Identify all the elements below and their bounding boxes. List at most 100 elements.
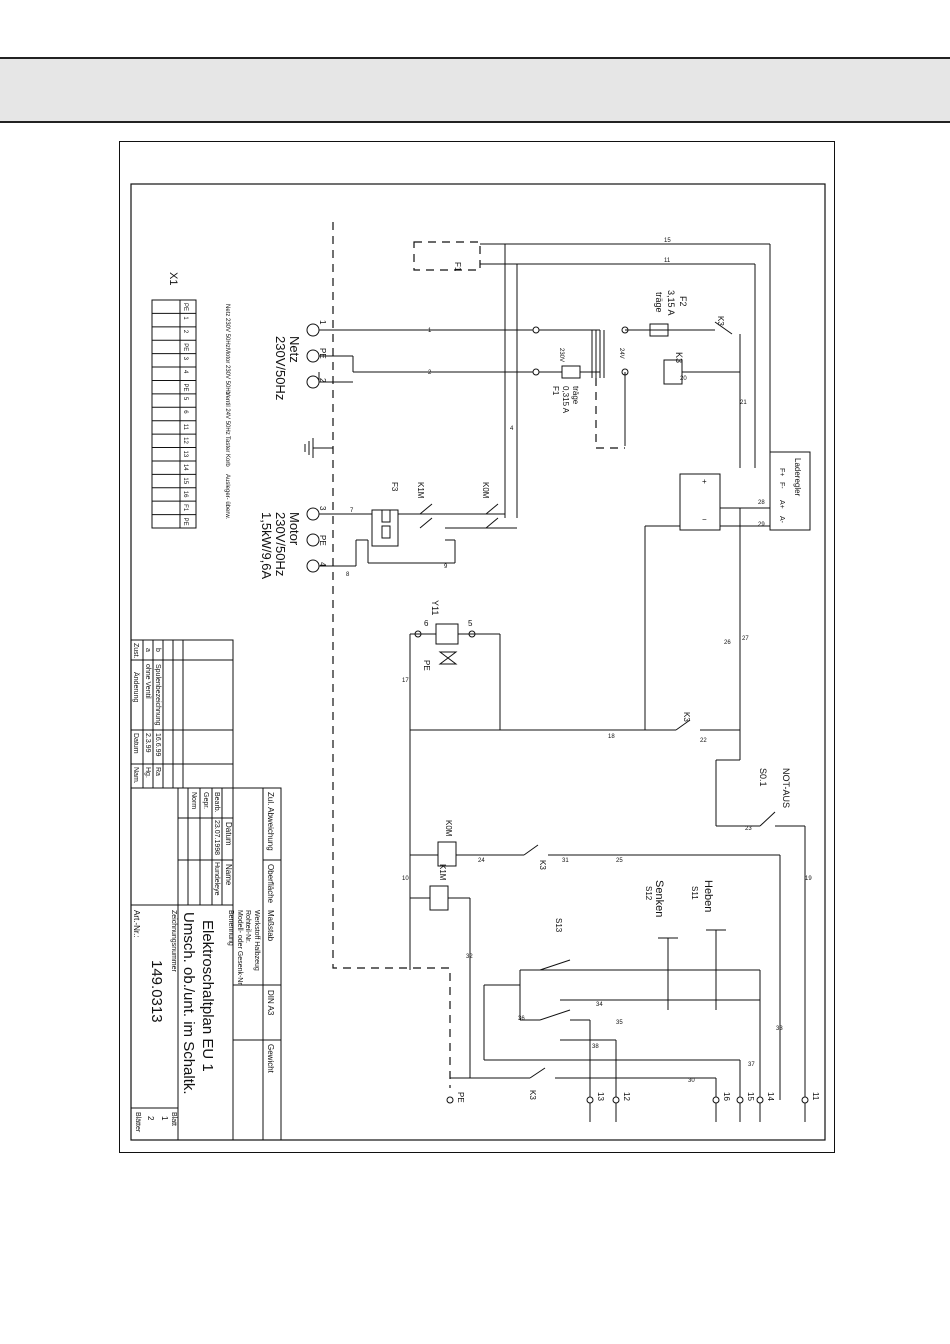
header-band bbox=[0, 57, 950, 123]
svg-text:F3: F3 bbox=[390, 482, 399, 492]
svg-text:Rohteil-Nr.: Rohteil-Nr. bbox=[244, 910, 251, 943]
strip-terminal-number: PE bbox=[182, 383, 188, 391]
mains-group: Netz 230V/50Hz 1 PE 2 bbox=[273, 320, 327, 400]
fuse-holder-f1 bbox=[413, 241, 481, 271]
svg-text:b: b bbox=[154, 648, 161, 652]
svg-text:37: 37 bbox=[748, 1062, 755, 1068]
svg-text:4: 4 bbox=[318, 562, 327, 567]
svg-text:K3: K3 bbox=[528, 1090, 537, 1100]
svg-text:16: 16 bbox=[722, 1092, 731, 1101]
svg-text:Blatt: Blatt bbox=[170, 1112, 177, 1126]
svg-text:Art.-Nr.:: Art.-Nr.: bbox=[132, 910, 141, 938]
motor-spec2: 1,5kW/9,6A bbox=[259, 512, 274, 580]
transformer-secondary: 24V bbox=[618, 348, 624, 359]
svg-text:6: 6 bbox=[424, 619, 429, 628]
svg-text:17: 17 bbox=[402, 678, 409, 684]
strip-terminal-number: 4 bbox=[182, 370, 188, 374]
svg-text:9: 9 bbox=[444, 564, 448, 570]
mains-pe-label: PE bbox=[318, 348, 327, 359]
svg-text:3,15 A: 3,15 A bbox=[666, 290, 676, 316]
svg-text:K0M: K0M bbox=[481, 482, 490, 499]
mains-num-2: 2 bbox=[318, 378, 327, 383]
svg-text:Oberfläche: Oberfläche bbox=[266, 864, 275, 904]
svg-text:23.07.1998: 23.07.1998 bbox=[213, 820, 220, 855]
enclosure-boundary bbox=[332, 222, 451, 1088]
svg-text:Werkstoff Halbzeug: Werkstoff Halbzeug bbox=[253, 910, 260, 971]
strip-terminal-number: PE bbox=[182, 518, 188, 526]
svg-text:PE: PE bbox=[456, 1092, 465, 1103]
svg-text:2: 2 bbox=[146, 1116, 155, 1121]
svg-text:K3: K3 bbox=[674, 352, 684, 363]
svg-text:16.6.99: 16.6.99 bbox=[154, 733, 161, 756]
svg-text:Taster Korb: Taster Korb bbox=[224, 436, 230, 467]
svg-text:32: 32 bbox=[466, 954, 473, 960]
mains-terminal-1 bbox=[306, 323, 320, 337]
svg-text:Zeichnungsnummer: Zeichnungsnummer bbox=[170, 910, 177, 973]
motor-label: Motor bbox=[287, 512, 302, 546]
svg-text:2.3.99: 2.3.99 bbox=[144, 733, 151, 753]
svg-text:18: 18 bbox=[608, 734, 615, 740]
svg-text:träge: träge bbox=[571, 386, 580, 405]
revision-table: Zust. Änderung Datum Nam. b Spulenbezeic… bbox=[130, 639, 234, 789]
ground-symbol bbox=[304, 438, 333, 458]
motor-spec1: 230V/50Hz bbox=[273, 512, 288, 576]
battery: + − bbox=[644, 473, 770, 760]
s12-label: S12 bbox=[644, 886, 653, 901]
svg-text:Gewicht: Gewicht bbox=[266, 1044, 275, 1074]
f1-holder-label: F1 bbox=[453, 262, 462, 272]
strip-terminal-number: 3 bbox=[182, 357, 188, 361]
svg-text:31: 31 bbox=[562, 858, 569, 864]
svg-text:3: 3 bbox=[318, 506, 327, 511]
mains-terminal-pe bbox=[306, 349, 320, 363]
charger-label: Laderegler bbox=[793, 458, 802, 497]
s01-label: S0.1 bbox=[758, 768, 768, 787]
svg-text:30: 30 bbox=[688, 1078, 695, 1084]
fuse-f2: F2 3,15 A träge bbox=[649, 290, 688, 337]
svg-text:Hg.: Hg. bbox=[144, 767, 151, 778]
svg-text:38: 38 bbox=[592, 1044, 599, 1050]
coil-k0m: K0M K3 bbox=[410, 820, 781, 1100]
svg-text:Bearb.: Bearb. bbox=[213, 792, 220, 813]
motor-terminal-3 bbox=[306, 507, 320, 521]
svg-text:PE: PE bbox=[422, 660, 431, 671]
svg-text:11: 11 bbox=[664, 258, 671, 264]
strip-terminal-number: 14 bbox=[182, 464, 188, 471]
output-terminals: PE 13 12 16 15 14 11 bbox=[446, 1092, 820, 1122]
svg-text:A-: A- bbox=[778, 516, 785, 524]
strip-terminal-number: PE bbox=[182, 303, 188, 311]
title-block: Zul. Abweichung Oberfläche Maßstab DIN A… bbox=[130, 787, 282, 1141]
svg-text:28: 28 bbox=[758, 500, 765, 506]
drawing-title: Elektroschaltplan EU 1 bbox=[199, 920, 216, 1072]
heben-label: Heben bbox=[702, 880, 714, 912]
lift-switches: Heben S11 Senken S12 bbox=[520, 880, 761, 1100]
svg-text:−: − bbox=[702, 515, 707, 524]
svg-text:Nam.: Nam. bbox=[132, 767, 139, 784]
svg-text:Hundeleye: Hundeleye bbox=[213, 862, 220, 896]
svg-text:Zul. Abweichung: Zul. Abweichung bbox=[266, 792, 275, 851]
svg-text:a: a bbox=[144, 648, 151, 652]
svg-text:Datum: Datum bbox=[224, 822, 233, 846]
svg-text:Spulenbezeichnung: Spulenbezeichnung bbox=[154, 664, 161, 726]
svg-text:20: 20 bbox=[680, 376, 687, 382]
svg-text:26: 26 bbox=[724, 640, 731, 646]
svg-text:Zust.: Zust. bbox=[132, 643, 139, 659]
strip-terminal-number: 12 bbox=[182, 437, 188, 444]
svg-text:14: 14 bbox=[766, 1092, 775, 1101]
svg-text:Ra: Ra bbox=[154, 767, 161, 776]
svg-text:35: 35 bbox=[616, 1020, 623, 1026]
strip-terminal-number: 16 bbox=[182, 491, 188, 498]
strip-terminal-number: 2 bbox=[182, 330, 188, 334]
svg-text:7: 7 bbox=[350, 508, 354, 514]
strip-terminal-number: PE bbox=[182, 343, 188, 351]
svg-text:Ausleger- überw.: Ausleger- überw. bbox=[224, 474, 230, 519]
switch-s13: S13 bbox=[483, 918, 591, 1100]
svg-text:F2: F2 bbox=[678, 296, 688, 307]
svg-text:10: 10 bbox=[402, 876, 409, 882]
svg-text:29: 29 bbox=[758, 522, 765, 528]
strip-terminal-number: 15 bbox=[182, 477, 188, 484]
svg-text:DIN A3: DIN A3 bbox=[266, 990, 275, 1016]
svg-text:36: 36 bbox=[518, 1016, 525, 1022]
svg-text:15: 15 bbox=[746, 1092, 755, 1101]
svg-text:22: 22 bbox=[700, 738, 707, 744]
